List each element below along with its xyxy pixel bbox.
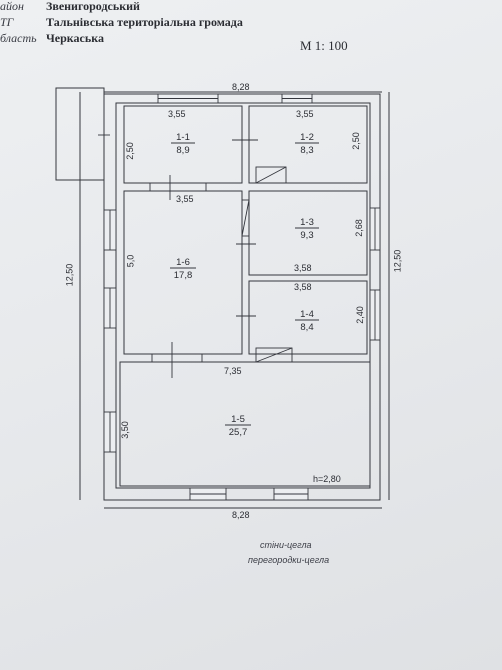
dim-room-1-4-height: 2,40	[354, 306, 365, 324]
region-label: бласть	[0, 31, 37, 45]
district-row: айон Звенигородський	[0, 0, 140, 14]
district-value: Звенигородський	[46, 0, 140, 13]
dim-room-1-3-height: 2,68	[353, 219, 364, 237]
door-1-1-to-1-6	[149, 182, 207, 192]
community-value: Тальнівська територіальна громада	[46, 15, 243, 29]
room-1-4-outline	[248, 280, 368, 355]
room-1-6-area: 17,8	[173, 270, 193, 281]
room-1-6-id: 1-6	[176, 257, 190, 268]
region-value: Черкаська	[46, 31, 104, 45]
dim-left-total: 12,50	[64, 263, 75, 287]
dim-room-1-1-height: 2,50	[124, 142, 135, 160]
dim-room-1-5-height: 3,50	[119, 421, 130, 439]
community-label: ТГ	[0, 15, 14, 29]
room-1-5-area: 25,7	[228, 427, 248, 438]
room-1-4-area: 8,4	[300, 322, 314, 333]
dim-room-1-1-width: 3,55	[168, 109, 186, 119]
door-1-3	[241, 199, 250, 237]
dim-room-1-3-width: 3,58	[294, 263, 312, 273]
room-1-5-outline	[119, 361, 371, 487]
legend-walls: стіни-цегла	[260, 540, 312, 550]
door-1-4	[255, 347, 293, 363]
dim-room-1-5-width: 7,35	[224, 366, 242, 376]
dim-room-1-6-height: 5,0	[125, 254, 136, 268]
region-row: бласть Черкаська	[0, 31, 104, 46]
opening-1-6-to-1-5	[151, 353, 203, 363]
legend-partitions: перегородки-цегла	[248, 555, 330, 565]
room-1-2-outline	[248, 105, 368, 184]
room-1-3-area: 9,3	[300, 230, 314, 241]
dim-room-1-2-height: 2,50	[350, 132, 361, 150]
dim-room-1-6-width: 3,55	[176, 194, 194, 204]
dim-room-1-4-width: 3,58	[294, 282, 312, 292]
community-row: ТГ Тальнівська територіальна громада	[0, 15, 243, 30]
room-1-4-id: 1-4	[300, 309, 314, 320]
room-1-3-id: 1-3	[300, 217, 314, 228]
room-1-1-area: 8,9	[176, 145, 190, 156]
room-1-2-area: 8,3	[300, 145, 314, 156]
door-1-2	[255, 166, 287, 184]
dim-bottom-total: 8,28	[232, 510, 250, 520]
district-label: айон	[0, 0, 24, 13]
dim-right-total: 12,50	[392, 249, 403, 273]
scale-label: М 1: 100	[300, 38, 348, 53]
room-1-1-id: 1-1	[176, 132, 190, 143]
ceiling-height: h=2,80	[313, 474, 341, 484]
room-1-5-id: 1-5	[231, 414, 245, 425]
dim-room-1-2-width: 3,55	[296, 109, 314, 119]
room-1-2-id: 1-2	[300, 132, 314, 143]
dim-top-total: 8,28	[232, 82, 250, 92]
